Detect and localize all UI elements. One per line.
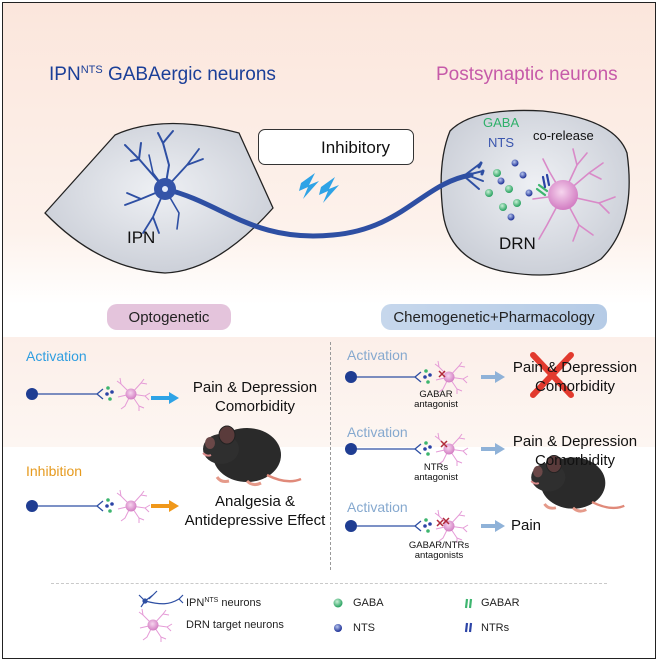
blocked-cross-icon: [530, 352, 574, 398]
drn-soma: [548, 180, 578, 210]
legend-nts: NTS: [353, 622, 375, 634]
legend-ipn-icon: [138, 590, 184, 608]
opto-activation-label: Activation: [26, 348, 87, 364]
chemo-row-3-circuit: [345, 509, 505, 544]
receptor-marks: [535, 173, 551, 197]
legend-gabar-icon: [464, 598, 473, 609]
inhibitory-box: [258, 129, 414, 165]
light-stimulus-icon: [299, 173, 339, 203]
opto-inhibition-label: Inhibition: [26, 463, 83, 479]
legend-ntrs-icon: [464, 622, 473, 633]
optogenetic-pill: Optogenetic: [107, 304, 231, 330]
legend-ipn-neurons: IPNNTS neurons: [186, 597, 262, 609]
chemo-row-1-circuit: [345, 360, 505, 395]
chemogenetic-pill: Chemogenetic+Pharmacology: [381, 304, 607, 330]
inhibitory-label: Inhibitory: [321, 138, 390, 157]
legend-drn-icon: [138, 608, 173, 643]
chemo-row-3-effect: Pain: [511, 517, 542, 534]
gaba-label: GABA: [483, 115, 520, 130]
drn-region: [440, 109, 630, 276]
corelease-label: co-release: [533, 128, 594, 143]
chemo-row-2-activation: Activation: [347, 424, 408, 440]
opto-inhibition-circuit: [26, 489, 179, 524]
panel-divider: [330, 342, 331, 570]
ipn-region: [44, 122, 274, 274]
legend-separator: [51, 583, 607, 584]
legend-ntrs: NTRs: [481, 622, 510, 634]
ipn-title: IPNNTS GABAergic neurons: [49, 64, 276, 85]
legend-nts-icon: [334, 624, 342, 632]
legend-gabar: GABAR: [481, 597, 520, 609]
postsynaptic-title: Postsynaptic neurons: [436, 64, 618, 85]
legend-drn-target: DRN target neurons: [186, 619, 284, 631]
ipn-label: IPN: [127, 228, 156, 247]
nts-label: NTS: [488, 135, 514, 150]
chemo-row-2-circuit: [345, 432, 505, 467]
vesicles: [485, 159, 533, 221]
drn-label: DRN: [499, 234, 536, 253]
chemo-row-1-activation: Activation: [347, 347, 408, 363]
diagram-graphics: [26, 109, 630, 643]
mouse-icon-left: [201, 424, 303, 487]
opto-activation-circuit: [26, 377, 179, 412]
legend-gaba-icon: [333, 598, 343, 608]
chemo-row-3-activation: Activation: [347, 499, 408, 515]
legend-gaba: GABA: [353, 597, 384, 609]
opto-inhibition-effect: Analgesia &Antidepressive Effect: [184, 493, 326, 529]
